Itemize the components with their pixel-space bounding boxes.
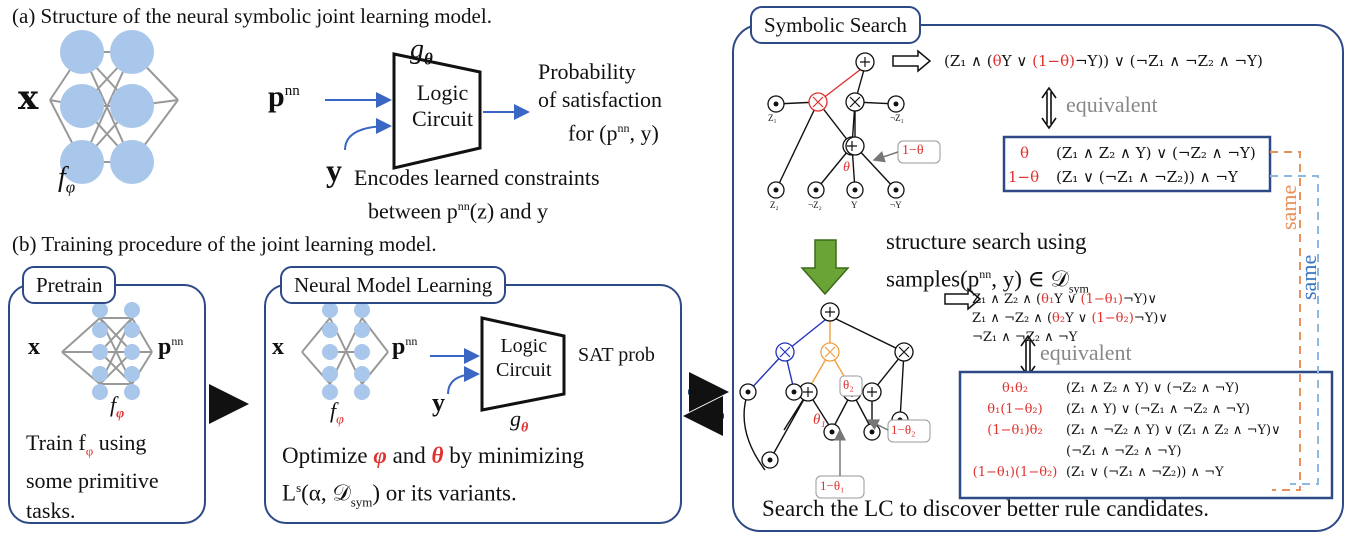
nml-y: y bbox=[432, 388, 445, 417]
rules-list-2: θ₁θ₂(Z₁ ∧ Z₂ ∧ Y) ∨ (¬Z₂ ∧ ¬Y) θ₁(1−θ₂)(… bbox=[964, 378, 1281, 483]
rule-row: (1−θ₁)(1−θ₂)(Z₁ ∨ (¬Z₁ ∧ ¬Z₂)) ∧ ¬Y bbox=[972, 465, 1224, 480]
p-nn-label: pnn bbox=[268, 80, 300, 113]
neural-nodes-a bbox=[60, 30, 154, 184]
rule-row: (1−θ₁)θ₂(Z₁ ∧ ¬Z₂ ∧ Y) ∨ (Z₁ ∧ Z₂ ∧ ¬Y)∨ bbox=[987, 423, 1281, 438]
pretrain-p: pnn bbox=[158, 334, 184, 360]
pretrain-text: Train fφ using some primitive tasks. bbox=[26, 430, 159, 524]
rule-row: θ₁θ₂(Z₁ ∧ Z₂ ∧ Y) ∨ (¬Z₂ ∧ ¬Y) bbox=[1001, 381, 1240, 396]
logic-circuit-a bbox=[392, 52, 482, 170]
leaf-nz2: ¬Z₂ bbox=[808, 200, 822, 210]
rule2: 1−θ(Z₁ ∨ (¬Z₁ ∧ ¬Z₂)) ∧ ¬Y bbox=[1008, 168, 1238, 186]
g-theta-label: gθ bbox=[410, 34, 433, 69]
leaf-y: Y bbox=[851, 200, 858, 210]
structure-search-text: structure search using samples(pnn, y) ∈… bbox=[886, 229, 1089, 296]
f-phi-label: fφ bbox=[58, 162, 76, 197]
tree1-theta: θ bbox=[843, 160, 850, 175]
formula-mid: Z₁ ∧ Z₂ ∧ (θ₁Y ∨ (1−θ₁)¬Y)∨ Z₁ ∧ ¬Z₂ ∧ (… bbox=[972, 292, 1168, 345]
same-label-blue: same bbox=[1296, 254, 1321, 300]
equivalent-label-1: equivalent bbox=[1066, 92, 1158, 117]
rule-row: (¬Z₁ ∧ ¬Z₂ ∧ ¬Y) bbox=[1066, 444, 1182, 459]
symbolic-search-box bbox=[732, 24, 1344, 532]
pretrain-tag: Pretrain bbox=[22, 266, 117, 304]
y-label: y bbox=[326, 152, 342, 188]
pretrain-f: fφ bbox=[110, 392, 125, 422]
panel-b-caption: (b) Training procedure of the joint lear… bbox=[12, 232, 437, 256]
formula-top: (Z₁ ∧ (θY ∨ (1−θ)¬Y)) ∨ (¬Z₁ ∧ ¬Z₂ ∧ ¬Y) bbox=[944, 52, 1263, 70]
same-label-orange: same bbox=[1276, 184, 1301, 230]
sat-prob-label: SAT prob bbox=[578, 344, 655, 366]
input-x-label: x bbox=[18, 78, 39, 118]
leaf-ny: ¬Y bbox=[890, 200, 902, 210]
tree2-1mt2: 1−θ₂ bbox=[891, 422, 916, 437]
symbolic-footer: Search the LC to discover better rule ca… bbox=[762, 496, 1210, 521]
tree2-theta1: θ₁ bbox=[813, 412, 826, 428]
tree2-1mt1: 1−θ₁ bbox=[820, 478, 845, 493]
leaf-z1: Z₁ bbox=[768, 113, 777, 123]
tree2-theta2-box: θ₂ bbox=[843, 377, 854, 392]
tree1-1-theta: 1−θ bbox=[902, 143, 924, 158]
rule-row: θ₁(1−θ₂)(Z₁ ∧ Y) ∨ (¬Z₁ ∧ ¬Z₂ ∧ ¬Y) bbox=[987, 402, 1250, 417]
nml-x: x bbox=[272, 334, 284, 360]
rule1: θ(Z₁ ∧ Z₂ ∧ Y) ∨ (¬Z₂ ∧ ¬Y) bbox=[1020, 144, 1256, 162]
logic-circuit-b bbox=[480, 316, 566, 412]
probability-text: Probability of satisfaction for (pnn, y) bbox=[538, 59, 663, 146]
pretrain-x: x bbox=[28, 334, 40, 360]
leaf-nz1: ¬Z₁ bbox=[890, 113, 904, 123]
nml-p: pnn bbox=[392, 334, 418, 360]
equivalent-label-2: equivalent bbox=[1040, 340, 1132, 365]
optimize-text: Optimize φ and θ by minimizing Ls(α, 𝒟sy… bbox=[282, 443, 585, 510]
encodes-text: Encodes learned constraints between pnn(… bbox=[354, 165, 600, 224]
nml-g: gθ bbox=[510, 406, 529, 436]
nml-tag: Neural Model Learning bbox=[280, 266, 507, 304]
nml-f: fφ bbox=[330, 398, 344, 428]
panel-a-caption: (a) Structure of the neural symbolic joi… bbox=[12, 4, 492, 28]
symbolic-search-tag: Symbolic Search bbox=[750, 6, 921, 44]
leaf-z2: Z₂ bbox=[770, 200, 779, 210]
